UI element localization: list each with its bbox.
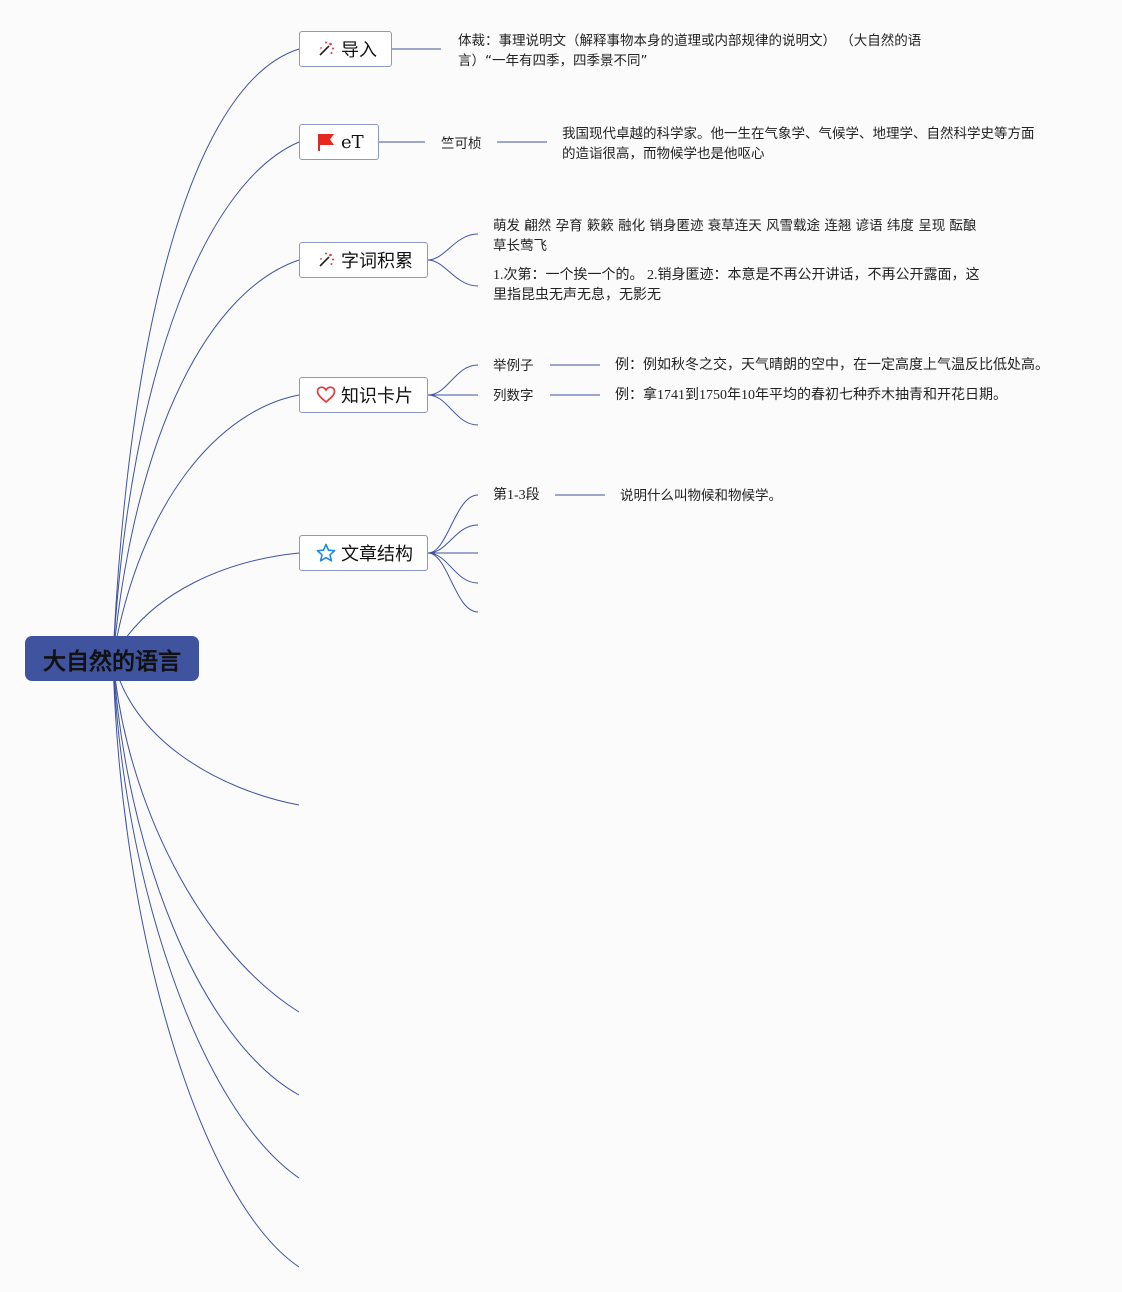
branch-line xyxy=(427,364,479,396)
item-detail: 例：例如秋冬之交，天气晴朗的空中，在一定高度上气温反比低处高。 xyxy=(615,358,1049,373)
structure-item-label[interactable]: 第1-3段 xyxy=(493,486,540,506)
branch-line xyxy=(427,552,479,613)
note-line: 体裁：事理说明文（解释事物本身的道理或内部规律的说明文） （大自然的语 xyxy=(458,33,922,49)
card-item-label[interactable]: 举例子 xyxy=(493,356,534,376)
topic-label: 知识卡片 xyxy=(341,386,413,407)
topic-label: 文章结构 xyxy=(341,544,413,565)
item-label: 举例子 xyxy=(493,358,534,374)
topic-cards[interactable]: 知识卡片 xyxy=(299,377,428,413)
item-detail: 例：拿1741到1750年10年平均的春初七种乔木抽青和开花日期。 xyxy=(615,388,1007,403)
topic-label: 字词积累 xyxy=(341,251,413,272)
branch-line xyxy=(427,394,479,426)
subtopic-label: 竺可桢 xyxy=(441,136,482,152)
branch-line xyxy=(112,657,300,1013)
branch-line xyxy=(112,259,300,659)
card-item-detail[interactable]: 例：拿1741到1750年10年平均的春初七种乔木抽青和开花日期。 xyxy=(615,386,1007,406)
vocab-item[interactable]: 萌发 翩然 孕育 簌簌 融化 销身匿迹 衰草连天 风雪载途 连翘 谚语 纬度 呈… xyxy=(493,216,977,256)
root-title: 大自然的语言 xyxy=(43,648,181,675)
branch-line xyxy=(427,552,479,584)
card-item-detail[interactable]: 例：例如秋冬之交，天气晴朗的空中，在一定高度上气温反比低处高。 xyxy=(615,356,1049,376)
item-line: 里指昆虫无声无息，无影无 xyxy=(493,288,661,303)
topic-label: 导入 xyxy=(341,40,377,61)
intro-note: 体裁：事理说明文（解释事物本身的道理或内部规律的说明文） （大自然的语 言）“一… xyxy=(458,31,921,71)
branch-line xyxy=(427,233,479,261)
card-item-label[interactable]: 列数字 xyxy=(493,386,534,406)
branch-line xyxy=(112,657,300,1179)
branch-line xyxy=(112,394,300,659)
item-line: 萌发 翩然 孕育 簌簌 融化 销身匿迹 衰草连天 风雪载途 连翘 谚语 纬度 呈… xyxy=(493,218,977,234)
topic-vocab[interactable]: 字词积累 xyxy=(299,242,428,278)
author-name[interactable]: 竺可桢 xyxy=(441,134,482,154)
branch-line xyxy=(427,524,479,554)
topic-label: eT xyxy=(341,131,364,153)
star-icon xyxy=(316,543,336,563)
topic-structure[interactable]: 文章结构 xyxy=(299,535,428,571)
branch-line xyxy=(112,552,300,659)
branch-line xyxy=(112,657,300,806)
item-label: 列数字 xyxy=(493,388,534,404)
structure-item-detail[interactable]: 说明什么叫物候和物候学。 xyxy=(620,486,782,506)
branch-line xyxy=(112,48,300,659)
note-line: 言）“一年有四季，四季景不同” xyxy=(458,53,648,69)
vocab-item[interactable]: 1.次第：一个挨一个的。 2.销身匿迹：本意是不再公开讲话，不再公开露面，这 里… xyxy=(493,266,980,306)
item-line: 1.次第：一个挨一个的。 2.销身匿迹：本意是不再公开讲话，不再公开露面，这 xyxy=(493,268,980,283)
branch-line xyxy=(112,657,300,1096)
item-line: 草长莺飞 xyxy=(493,238,547,254)
note-line: 的造诣很高，而物候学也是他呕心 xyxy=(562,146,765,162)
branch-line xyxy=(112,657,300,1268)
topic-intro[interactable]: 导入 xyxy=(299,31,392,67)
red-flag-icon xyxy=(316,132,336,152)
note-line: 我国现代卓越的科学家。他一生在气象学、气候学、地理学、自然科学史等方面 xyxy=(562,126,1035,142)
topic-author[interactable]: eT xyxy=(299,124,379,160)
root-topic[interactable]: 大自然的语言 xyxy=(25,636,199,681)
item-label: 第1-3段 xyxy=(493,488,540,503)
heart-icon xyxy=(316,385,336,405)
magic-wand-icon xyxy=(316,39,336,59)
branch-line xyxy=(427,259,479,287)
branch-line xyxy=(427,494,479,554)
author-note: 我国现代卓越的科学家。他一生在气象学、气候学、地理学、自然科学史等方面 的造诣很… xyxy=(562,124,1035,164)
item-detail: 说明什么叫物候和物候学。 xyxy=(620,488,782,504)
branch-line xyxy=(112,141,300,659)
magic-wand-icon xyxy=(316,250,336,270)
